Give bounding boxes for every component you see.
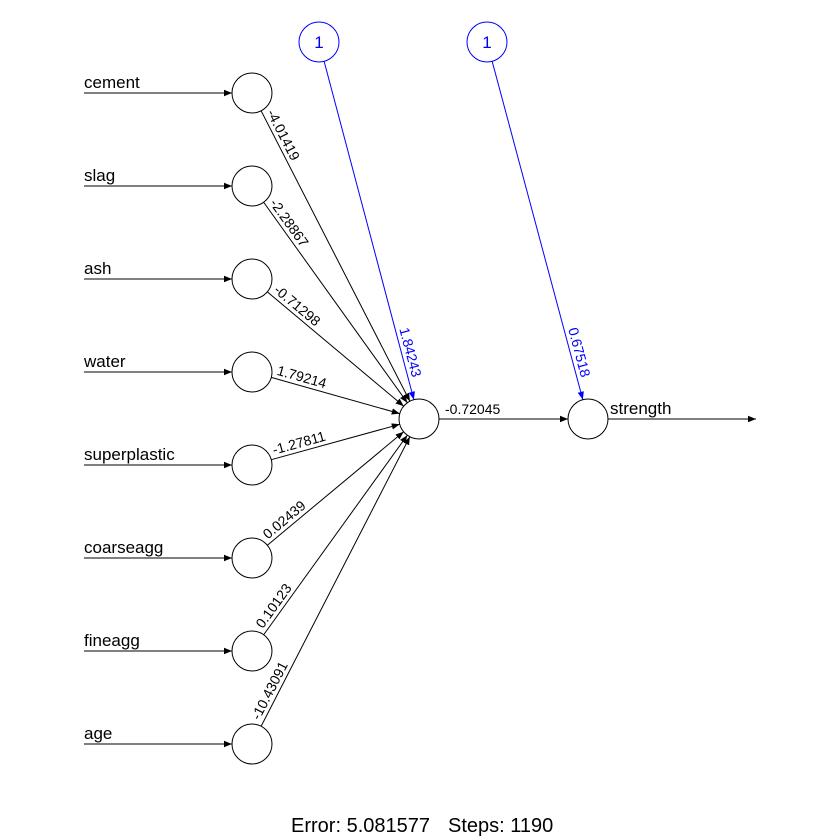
- edge-slag-to-hidden: [263, 201, 408, 404]
- input-label-age: age: [84, 724, 112, 743]
- input-label-slag: slag: [84, 166, 115, 185]
- input-label-fineagg: fineagg: [84, 631, 140, 650]
- output-bias-node: [466, 21, 508, 63]
- hidden-bias-label: 1: [314, 33, 323, 52]
- input-label-water: water: [83, 352, 126, 371]
- weight-label-superplastic: -1.27811: [271, 428, 328, 458]
- output-node: [567, 398, 609, 440]
- input-label-coarseagg: coarseagg: [84, 538, 163, 557]
- input-node-slag: [231, 165, 273, 207]
- edge-fineagg-to-hidden: [263, 434, 408, 636]
- edge-superplastic-to-hidden: [271, 423, 400, 461]
- input-label-ash: ash: [84, 259, 111, 278]
- edge-coarseagg-to-hidden: [267, 431, 404, 546]
- weight-label-fineagg: 0.10123: [252, 580, 295, 631]
- edge-age-to-hidden: [260, 436, 411, 727]
- input-node-coarseagg: [231, 537, 273, 579]
- input-label-superplastic: superplastic: [84, 445, 175, 464]
- edge-bias-to-hidden: [323, 61, 415, 400]
- input-node-cement: [231, 72, 273, 114]
- weight-label-coarseagg: 0.02439: [260, 497, 309, 542]
- labels-layer: cement-4.01419slag-2.28867ash-0.71298wat…: [83, 33, 671, 743]
- output-label: strength: [610, 399, 671, 418]
- input-node-water: [231, 351, 273, 393]
- hidden-bias-node: [298, 21, 340, 63]
- error-label: Error: 5.081577: [291, 815, 430, 837]
- weight-label-output-bias: 0.67518: [565, 326, 594, 379]
- weight-label-hidden-to-output: -0.72045: [445, 401, 500, 417]
- weight-label-slag: -2.28867: [267, 196, 312, 250]
- edge-cement-to-hidden: [260, 110, 411, 402]
- edge-water-to-hidden: [271, 376, 400, 415]
- hidden-node: [398, 398, 440, 440]
- nodes-layer: [231, 21, 609, 765]
- weight-label-water: 1.79214: [275, 362, 328, 391]
- steps-label: Steps: 1190: [448, 815, 553, 837]
- input-node-superplastic: [231, 444, 273, 486]
- input-node-ash: [231, 258, 273, 300]
- input-label-cement: cement: [84, 73, 140, 92]
- input-node-age: [231, 723, 273, 765]
- edge-bias-to-output: [491, 61, 584, 400]
- output-bias-label: 1: [482, 33, 491, 52]
- weight-label-ash: -0.71298: [271, 281, 324, 329]
- edge-ash-to-hidden: [267, 291, 404, 407]
- weight-label-hidden-bias: 1.84243: [396, 326, 424, 379]
- input-node-fineagg: [231, 630, 273, 672]
- edges-layer: [84, 61, 756, 748]
